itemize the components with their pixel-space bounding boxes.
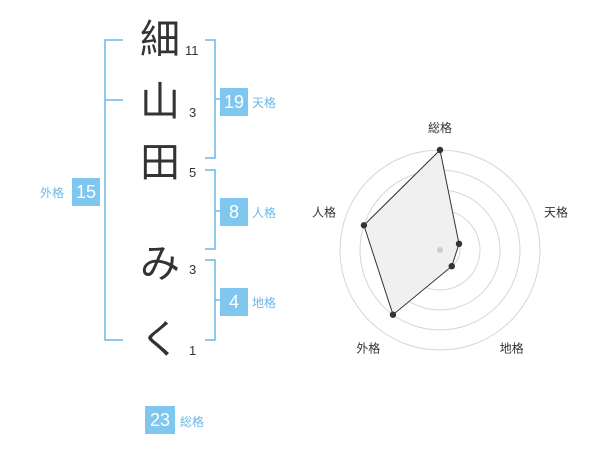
chikaku-label: 地格 (252, 296, 277, 310)
stroke-count-5: 1 (189, 343, 197, 358)
gaikaku-label: 外格 (40, 186, 65, 200)
soukaku-box: 23 (145, 406, 175, 434)
tenkaku-box: 19 (220, 88, 248, 116)
name-char-4: み (140, 241, 180, 287)
radar-center-dot (437, 247, 443, 253)
radar-point-0 (436, 146, 444, 154)
name-char-5: く (140, 317, 180, 363)
name-char-2: 山 (140, 79, 180, 125)
name-char-3: 田 (140, 140, 180, 186)
name-char-1: 細 (140, 17, 180, 63)
radar-data-polygon (363, 148, 460, 316)
gaikaku-bracket (104, 39, 123, 341)
radar-point-4 (360, 222, 368, 229)
radar-axis-label-0: 総格 (428, 120, 452, 135)
radar-axis-label-1: 天格 (544, 204, 568, 219)
stroke-count-1: 11 (185, 43, 199, 58)
radar-point-3 (389, 311, 397, 318)
chikaku-box: 4 (220, 288, 248, 316)
soukaku-label: 総格 (180, 415, 205, 429)
jinkaku-bracket (205, 169, 216, 250)
stroke-count-4: 3 (189, 262, 197, 277)
tenkaku-label: 天格 (252, 96, 277, 110)
radar-point-1 (455, 240, 463, 248)
radar-point-2 (448, 262, 455, 270)
jinkaku-label: 人格 (252, 206, 277, 220)
radar-points (360, 146, 463, 318)
radar-axis-label-3: 外格 (356, 341, 380, 356)
radar-axis-label-4: 人格 (312, 204, 336, 219)
radar-axis-label-2: 地格 (500, 341, 524, 356)
jinkaku-box: 8 (220, 198, 248, 226)
stroke-count-2: 3 (189, 105, 197, 120)
gaikaku-box: 15 (72, 178, 100, 206)
stroke-count-3: 5 (189, 165, 197, 180)
